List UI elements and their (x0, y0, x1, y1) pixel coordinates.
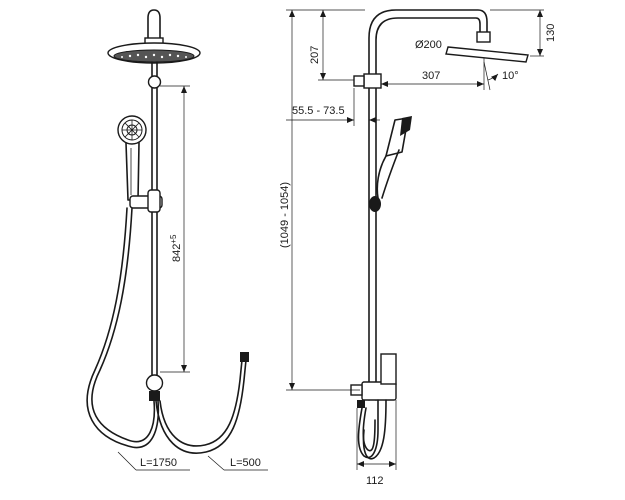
head-connector (476, 31, 491, 43)
label-hose-long: L=1750 (140, 457, 177, 469)
hand-shower (117, 115, 147, 201)
leader-hose-long (117, 451, 137, 471)
side-view: (1049 - 1054) 207 130 Ø200 307 10° 55.5 … (279, 9, 557, 487)
wall-bracket-upper (363, 73, 382, 89)
riser-and-arm-outer (368, 9, 488, 401)
riser-and-arm-inner (375, 17, 481, 401)
hose-short-connector (240, 352, 249, 362)
hose-short (155, 359, 247, 454)
dim-label-wall-offset: 55.5 - 73.5 (292, 105, 345, 117)
overhead-head-side (445, 46, 529, 63)
slider-side (369, 196, 381, 212)
mixer-handle-side (380, 353, 397, 385)
hand-shower-side (376, 116, 412, 199)
dim-label-112: 112 (366, 475, 384, 487)
dim-label-307: 307 (422, 70, 440, 82)
rail-top-hook (147, 9, 161, 41)
hose-side-b (362, 399, 387, 460)
dim-label-total-height: (1049 - 1054) (279, 182, 291, 248)
dim-label-130: 130 (545, 24, 557, 42)
hose-long (91, 207, 156, 443)
rail-upper-bracket (147, 75, 162, 89)
label-hose-short: L=500 (230, 457, 261, 469)
dim-label-207: 207 (309, 46, 321, 64)
overhead-shower-head (107, 37, 201, 64)
dim-label-tilt: 10° (502, 70, 519, 82)
front-view: 842+5 L=1750 L=500 (86, 9, 268, 471)
lower-mixer (145, 374, 164, 401)
dim-label-842: 842+5 (169, 234, 183, 262)
dim-label-head-diameter: Ø200 (415, 39, 442, 51)
leader-hose-short (207, 455, 225, 471)
tilt-reference-line (483, 61, 491, 91)
mixer-body-side (361, 381, 397, 401)
hose-side-a (357, 399, 379, 459)
